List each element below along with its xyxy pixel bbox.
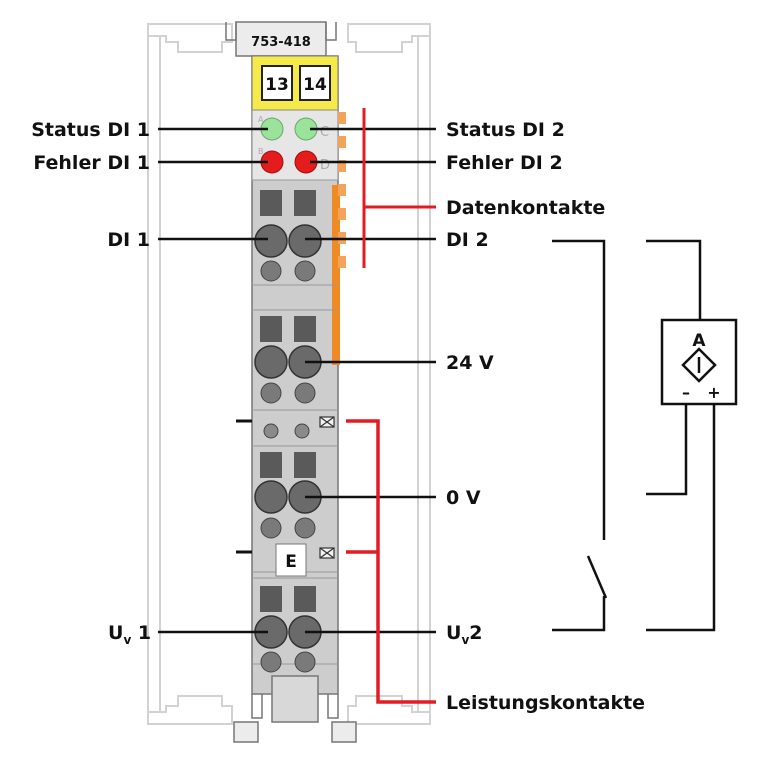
label-0v: 0 V [446, 487, 481, 509]
led-letter-a: A [258, 115, 264, 124]
label-uv2-main: U [446, 622, 461, 644]
power-contact-marker-bottom [319, 547, 335, 559]
led-letter-c: C [320, 125, 329, 140]
label-uv2: Uv2 [446, 622, 483, 647]
label-status-di1: Status DI 1 [31, 119, 150, 141]
part-number: 753-418 [251, 35, 311, 50]
power-contact-marker-top [319, 416, 335, 428]
e-marker-box [275, 543, 307, 577]
clamp-group-uv [254, 586, 322, 673]
led-letter-d: D [320, 158, 330, 173]
datenkontakte-bracket [362, 108, 436, 268]
sensor-letter: A [692, 331, 706, 351]
sensor-minus: – [682, 383, 690, 402]
label-di2: DI 2 [446, 229, 489, 251]
clamp-group-24v [254, 316, 322, 404]
sensor-symbol: A – + [660, 318, 738, 406]
data-contact-strip [332, 185, 340, 365]
label-status-di2: Status DI 2 [446, 119, 565, 141]
terminal-14-label: 14 [303, 75, 327, 95]
leistungskontakte-bracket [346, 419, 436, 704]
switch-contact [586, 555, 608, 599]
label-leistungskontakte: Leistungskontakte [446, 692, 645, 714]
terminal-13-box [261, 65, 293, 101]
label-di1: DI 1 [107, 229, 150, 251]
label-uv1: Uv 1 [108, 622, 151, 647]
din-rail-outline [147, 23, 431, 725]
label-uv1-main: U [108, 622, 123, 644]
leader-lines [158, 127, 436, 634]
e-marker: E [285, 552, 297, 572]
label-uv2-num: 2 [469, 622, 482, 644]
terminal-14-box [299, 65, 331, 101]
label-fehler-di1: Fehler DI 1 [33, 152, 150, 174]
clamp-group-di [254, 190, 322, 282]
external-wiring [552, 239, 716, 632]
label-uv1-num: 1 [131, 622, 151, 644]
module-foot [233, 675, 357, 743]
sensor-plus: + [707, 383, 720, 402]
led-letter-b: B [258, 147, 264, 156]
sensor-diamond-icon [681, 347, 717, 383]
label-uv2-sub: v [461, 633, 469, 647]
label-fehler-di2: Fehler DI 2 [446, 152, 563, 174]
label-datenkontakte: Datenkontakte [446, 197, 605, 219]
label-24v: 24 V [446, 352, 494, 374]
terminal-13-label: 13 [265, 75, 289, 95]
label-uv1-sub: v [123, 633, 131, 647]
